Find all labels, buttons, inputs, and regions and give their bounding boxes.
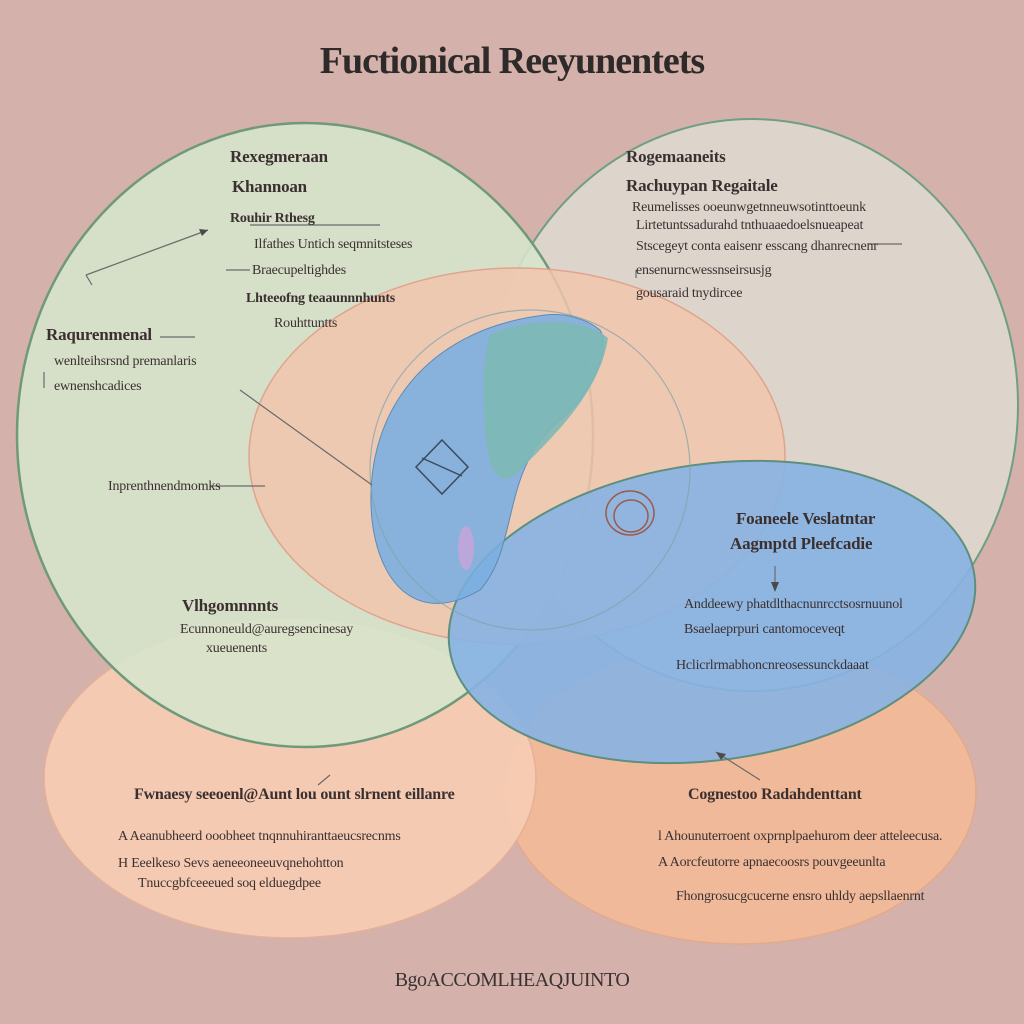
bottom-right-heading: Cognestoo Radahdenttant bbox=[688, 786, 862, 803]
leader-lines bbox=[43, 224, 902, 786]
left-side-heading: Raqurenmenal bbox=[46, 325, 152, 344]
arrow-heads bbox=[199, 229, 779, 760]
left-item-1: Rouhir Rthesg bbox=[230, 211, 315, 226]
right-line-2: Lirtetuntssadurahd tnthuaaedoelsnueapeat bbox=[636, 218, 864, 233]
right-line-4: ensenurncwessnseirsusjg bbox=[636, 263, 772, 278]
bottom-right-bullet-1: l Ahounuterroent oxprnplpaehurom deer at… bbox=[658, 829, 943, 844]
left-item-3: Braecupeltighdes bbox=[252, 263, 346, 278]
left-side-line-2: ewnenshcadices bbox=[54, 379, 142, 394]
lens-outline bbox=[369, 309, 691, 631]
left-heading-1: Rexegmeraan bbox=[230, 147, 328, 166]
bottom-left-bullet-3: Tnuccgbfceeeued soq elduegdpee bbox=[138, 876, 321, 891]
right-heading-2: Rachuypan Regaitale bbox=[626, 176, 778, 195]
right-line-3: Stscegeyt conta eaisenr esscang dhanrecn… bbox=[636, 239, 878, 254]
left-heading-2: Khannoan bbox=[232, 177, 307, 196]
left-item-4: Lhteeofng teaaunnnhunts bbox=[246, 291, 396, 306]
left-middle-label: Inprenthnendmomks bbox=[108, 479, 221, 494]
blue-line-2: Bsaelaeprpuri cantomoceveqt bbox=[684, 622, 845, 637]
diamond-icon bbox=[414, 438, 470, 496]
blue-heading-2: Aagmptd Pleefcadie bbox=[730, 534, 873, 553]
diagram-footer: BgoACCOMLHEAQJUINTO bbox=[394, 969, 630, 991]
blue-line-3: Hclicrlrmabhoncnreosessunckdaaat bbox=[676, 658, 869, 673]
bottom-right-bullet-2: A Aorcfeutorre apnaecoosrs pouvgeeunlta bbox=[658, 855, 886, 870]
bottom-left-bullet-1: A Aeanubheerd ooobheet tnqnnuhiranttaeuc… bbox=[118, 829, 401, 844]
lilac-accent bbox=[458, 526, 474, 570]
left-bottom-heading: Vlhgomnnnts bbox=[182, 596, 279, 615]
right-heading-1: Rogemaaneits bbox=[626, 147, 726, 166]
blue-heading-1: Foaneele Veslatntar bbox=[736, 509, 876, 528]
right-blue-ellipse bbox=[447, 459, 977, 765]
left-side-line-1: wenlteihsrsnd premanlaris bbox=[54, 354, 197, 369]
blue-line-1: Anddeewy phatdlthacnunrcctsosrnuunol bbox=[684, 597, 903, 612]
bottom-right-bullet-3: Fhongrosucgcucerne ensro uhldy aepsllaen… bbox=[676, 889, 925, 904]
ring-icon bbox=[605, 490, 655, 536]
center-teal-overlap bbox=[483, 321, 608, 479]
bottom-left-bullet-2: H Eeelkeso Sevs aeneeoneeuvqnehohtton bbox=[118, 856, 344, 871]
left-bottom-line-1: Ecunnoneuld@auregsencinesay bbox=[180, 622, 354, 637]
diagram-title: Fuctionical Reeyunentets bbox=[319, 40, 705, 82]
right-line-1: Reumelisses ooeunwgetnneuwsotinttoeunk bbox=[632, 200, 866, 215]
left-bottom-line-2: xueuenents bbox=[206, 641, 267, 656]
bottom-left-heading: Fwnaesy seeoenl@Aunt lou ount slrnent ei… bbox=[134, 786, 455, 803]
left-item-5: Rouhttuntts bbox=[274, 316, 338, 331]
left-item-2: Ilfathes Untich seqmnitsteses bbox=[254, 237, 413, 252]
right-line-5: gousaraid tnydircee bbox=[636, 286, 743, 301]
